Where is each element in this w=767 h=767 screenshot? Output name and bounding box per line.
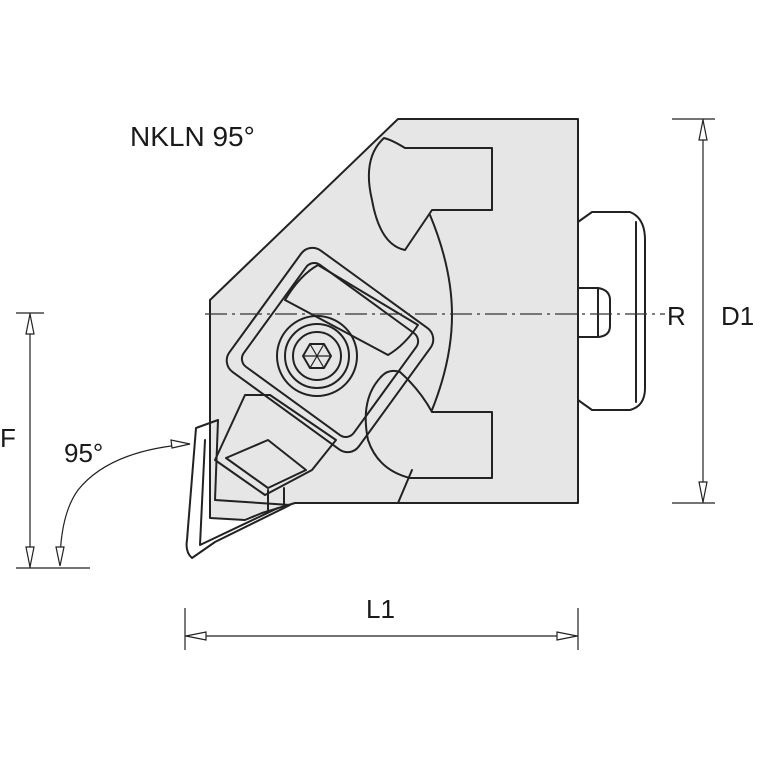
body-lower-edge <box>397 469 413 504</box>
clamp-pocket-inner <box>240 262 420 438</box>
f-arrow-top-icon <box>25 313 35 335</box>
screw-head-inner <box>292 331 342 381</box>
insert-seat-face <box>225 439 307 489</box>
clamp-pocket-outer <box>225 246 435 454</box>
screw-head-ring <box>284 323 350 389</box>
upper-clamp-slot <box>367 137 493 251</box>
angle-arrow-top-icon <box>170 439 191 449</box>
d1-arrow-top-icon <box>698 119 708 141</box>
r-label: R <box>667 301 686 331</box>
d1-arrow-bottom-icon <box>698 481 708 503</box>
clamp-wedge <box>284 264 419 356</box>
clamp-screw <box>276 315 358 397</box>
f-label: F <box>0 423 16 453</box>
d1-label: D1 <box>721 301 754 331</box>
insert-seat <box>214 394 337 496</box>
l1-label: L1 <box>366 594 395 624</box>
cutting-insert <box>185 419 291 559</box>
l1-arrow-right-icon <box>556 631 578 641</box>
body-shoulder-arc <box>429 214 453 411</box>
f-arrow-bottom-icon <box>25 546 35 568</box>
rear-connector <box>577 211 646 411</box>
clamp-pocket <box>225 246 435 454</box>
l1-arrow-left-icon <box>185 631 207 641</box>
angle-label: 95° <box>64 438 103 468</box>
angle-arc <box>59 443 191 566</box>
insert-inner-edge <box>199 439 279 546</box>
diagram-title: NKLN 95° <box>130 121 255 152</box>
screw-head-outer <box>276 315 358 397</box>
connector-pin <box>577 287 611 338</box>
angle-arrow-bottom-icon <box>55 546 65 567</box>
